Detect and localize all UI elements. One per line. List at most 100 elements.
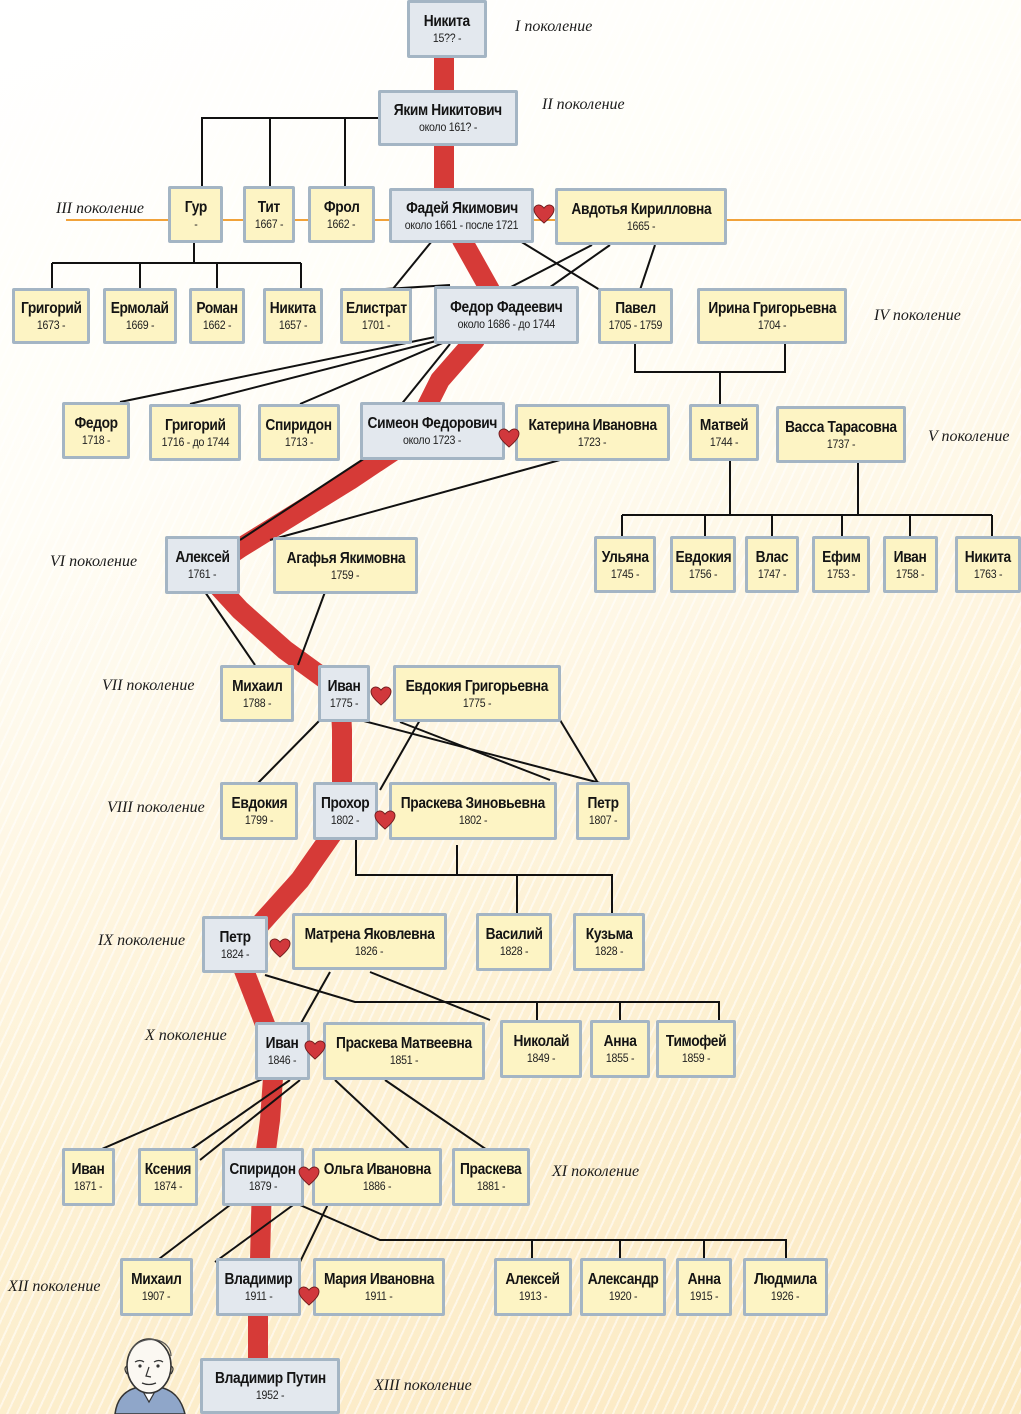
- person-kuzma: Кузьма 1828 -: [573, 913, 645, 971]
- person-vladimir-1911: Владимир 1911 -: [216, 1258, 301, 1316]
- person-name: Федор: [74, 414, 118, 432]
- heart-icon: [298, 1286, 320, 1306]
- person-name: Спиридон: [229, 1161, 297, 1178]
- person-dates: 1879 -: [248, 1179, 278, 1193]
- heart-icon: [269, 938, 291, 958]
- person-roman: Роман 1662 -: [189, 288, 245, 344]
- person-dates: 1807 -: [588, 813, 618, 827]
- person-name: Владимир Путин: [214, 1370, 326, 1387]
- person-frol: Фрол 1662 -: [308, 186, 375, 243]
- person-praskeva-matveevna: Праскева Матвеевна 1851 -: [323, 1022, 485, 1080]
- person-dates: 1849 -: [526, 1051, 556, 1065]
- person-kseniya: Ксения 1874 -: [138, 1148, 198, 1206]
- person-dates: около 1661 - после 1721: [404, 217, 519, 232]
- person-mikhail-1788: Михаил 1788 -: [220, 665, 294, 722]
- person-ivan-1775: Иван 1775 -: [318, 665, 370, 722]
- person-name: Григорий: [164, 416, 226, 434]
- person-dates: около 161? -: [418, 120, 478, 134]
- person-dates: 1667 -: [254, 216, 284, 231]
- person-dates: 1662 -: [327, 216, 356, 231]
- person-dates: 1701 -: [361, 318, 391, 332]
- person-name: Фадей Якимович: [405, 199, 518, 217]
- person-name: Елистрат: [345, 300, 407, 317]
- person-ivan-1871: Иван 1871 -: [62, 1148, 115, 1206]
- person-petr-1807: Петр 1807 -: [576, 782, 630, 840]
- person-dates: 1915 -: [689, 1289, 719, 1303]
- person-dates: 1799 -: [244, 813, 274, 827]
- person-dates: 1926 -: [771, 1289, 800, 1303]
- generation-label-5: V поколение: [928, 428, 1010, 445]
- person-ermolay: Ермолай 1669 -: [103, 288, 177, 344]
- person-dates: 1775 -: [462, 695, 492, 710]
- person-pavel: Павел 1705 - 1759: [598, 288, 673, 344]
- person-name: Гур: [184, 198, 207, 216]
- person-dates: 1761 -: [188, 567, 217, 581]
- person-avdotya: Авдотья Кирилловна 1665 -: [555, 188, 727, 245]
- person-irina: Ирина Григорьевна 1704 -: [697, 288, 847, 344]
- person-dates: 1788 -: [242, 695, 272, 710]
- person-vasiliy: Василий 1828 -: [476, 913, 552, 971]
- person-name: Ксения: [144, 1161, 192, 1178]
- person-name: Федор Фадеевич: [450, 299, 563, 316]
- person-dates: 1744 -: [709, 434, 739, 449]
- person-katerina: Катерина Ивановна 1723 -: [515, 404, 670, 461]
- person-name: Матвей: [699, 416, 749, 434]
- person-name: Яким Никитович: [393, 102, 503, 119]
- person-mikhail-1907: Михаил 1907 -: [120, 1258, 193, 1316]
- generation-label-13: XIII поколение: [374, 1377, 472, 1394]
- person-dates: 1907 -: [142, 1289, 171, 1303]
- heart-icon: [304, 1040, 326, 1060]
- person-dates: 1851 -: [389, 1053, 419, 1067]
- person-dates: 1705 - 1759: [608, 318, 663, 332]
- person-name: Ирина Григорьевна: [708, 300, 836, 317]
- person-dates: 1665 -: [626, 218, 656, 233]
- heart-icon: [374, 810, 396, 830]
- generation-label-8: VIII поколение: [107, 799, 205, 816]
- person-name: Анна: [603, 1033, 637, 1050]
- person-spiridon-1879: Спиридон 1879 -: [222, 1148, 304, 1206]
- person-nikolay: Николай 1849 -: [500, 1020, 582, 1078]
- lineage-path: [195, 58, 500, 1365]
- person-dates: 1828 -: [594, 944, 624, 958]
- person-dates: 1859 -: [681, 1051, 711, 1065]
- person-aleksey-1761: Алексей 1761 -: [165, 536, 240, 594]
- person-dates: 1828 -: [499, 944, 529, 958]
- person-simeon: Симеон Федорович около 1723 -: [360, 402, 505, 460]
- person-dates: 15?? -: [432, 31, 462, 45]
- person-name: Григорий: [20, 300, 82, 317]
- person-dates: 1871 -: [74, 1179, 103, 1193]
- person-name: Праскева Матвеевна: [336, 1035, 472, 1052]
- person-grigoriy-1673: Григорий 1673 -: [12, 288, 90, 344]
- person-dates: 1802 -: [331, 813, 360, 827]
- person-dates: 1723 -: [578, 434, 607, 449]
- generation-label-1: I поколение: [515, 18, 593, 35]
- person-name: Фрол: [323, 198, 360, 216]
- person-name: Тимофей: [665, 1033, 727, 1050]
- person-name: Кузьма: [585, 926, 633, 943]
- person-efim: Ефим 1753 -: [812, 536, 870, 593]
- person-dates: 1758 -: [896, 566, 925, 581]
- person-yakim: Яким Никитович около 161? -: [378, 90, 518, 146]
- person-dates: 1657 -: [278, 318, 308, 332]
- person-evdokiya-1756: Евдокия 1756 -: [670, 536, 736, 593]
- person-name: Иван: [72, 1161, 105, 1178]
- person-dates: 1802 -: [458, 813, 488, 827]
- person-praskeva-zinovievna: Праскева Зиновьевна 1802 -: [389, 782, 557, 840]
- person-name: Михаил: [231, 677, 283, 695]
- person-name: Спиридон: [265, 416, 333, 434]
- person-dates: 1713 -: [284, 434, 314, 449]
- person-olga: Ольга Ивановна 1886 -: [312, 1148, 442, 1206]
- person-name: Васса Тарасовна: [785, 418, 897, 436]
- person-evdokiya-grigorievna: Евдокия Григорьевна 1775 -: [393, 665, 561, 722]
- person-dates: 1753 -: [826, 566, 856, 581]
- person-name: Евдокия Григорьевна: [405, 677, 549, 695]
- person-name: Авдотья Кирилловна: [571, 200, 711, 218]
- generation-label-12: XII поколение: [8, 1278, 101, 1295]
- person-petr-1824: Петр 1824 -: [202, 916, 268, 973]
- person-name: Анна: [687, 1271, 721, 1288]
- person-fedor-1718: Федор 1718 -: [62, 402, 130, 459]
- person-agafya: Агафья Якимовна 1759 -: [273, 537, 418, 594]
- person-name: Влас: [755, 548, 789, 566]
- person-dates: 1846 -: [268, 1053, 297, 1067]
- person-name: Никита: [964, 548, 1012, 566]
